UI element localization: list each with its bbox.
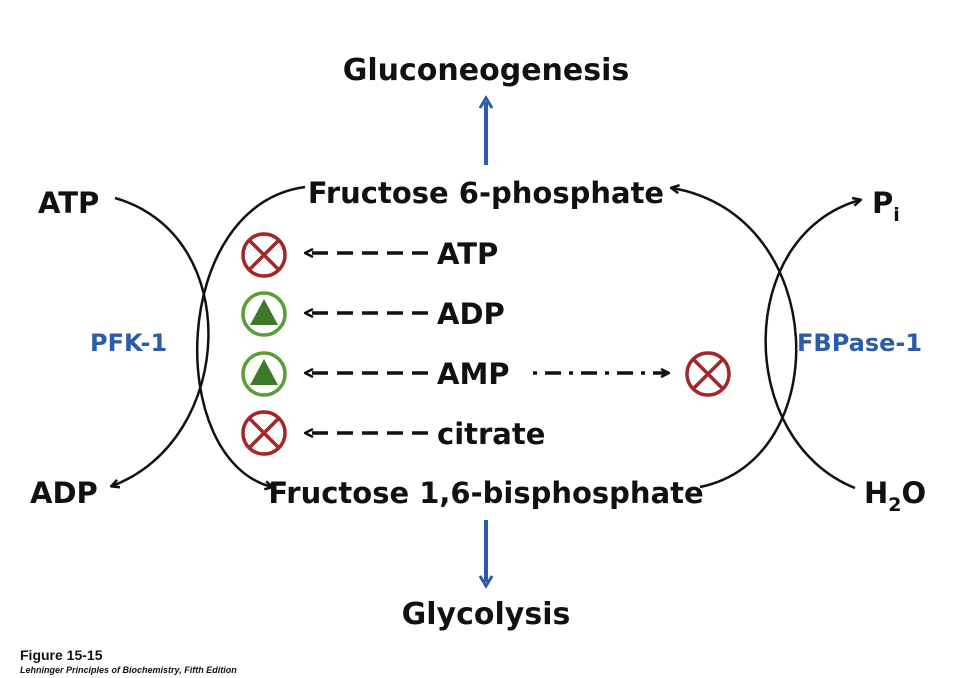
atp-left-label: ATP <box>38 186 99 220</box>
fructose-1-6-bisphosphate-label: Fructose 1,6-bisphosphate <box>268 476 703 510</box>
glycolysis-label: Glycolysis <box>402 597 571 632</box>
regulator-adp-label: ADP <box>437 297 505 331</box>
pi-label: Pi <box>872 186 900 226</box>
regulator-citrate-label: citrate <box>437 417 545 451</box>
adp-activation-symbol <box>241 291 287 337</box>
gluconeogenesis-label: Gluconeogenesis <box>343 53 630 88</box>
fbpase-reaction-arc <box>672 188 798 489</box>
pfk-reaction-arc <box>196 185 306 487</box>
figure-source: Lehninger Principles of Biochemistry, Fi… <box>20 665 237 675</box>
figure-number: Figure 15-15 <box>20 647 103 663</box>
fbpase-1-label: FBPase-1 <box>797 329 922 357</box>
h2o-to-pi-arc <box>764 200 860 490</box>
atp-to-adp-arc <box>112 196 210 486</box>
pfk-1-label: PFK-1 <box>90 329 167 357</box>
citrate-inhibition-symbol <box>241 410 287 456</box>
h2o-label: H2O <box>864 476 926 516</box>
adp-left-label: ADP <box>30 476 98 510</box>
regulator-amp-label: AMP <box>437 357 510 391</box>
amp-activation-symbol <box>241 351 287 397</box>
atp-inhibition-symbol <box>241 232 287 278</box>
fructose-6-phosphate-label: Fructose 6-phosphate <box>308 176 664 210</box>
amp-fbpase-inhibition-symbol <box>685 351 731 397</box>
regulator-atp-label: ATP <box>437 237 498 271</box>
